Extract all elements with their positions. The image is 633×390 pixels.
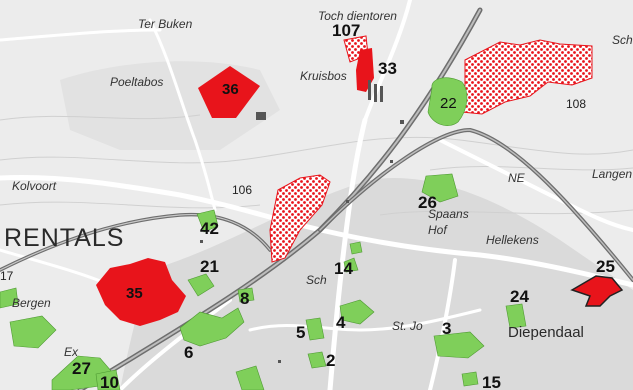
place-label-poeltabos: Poeltabos	[110, 75, 164, 89]
town-label-diependaal: Diependaal	[508, 324, 584, 341]
place-label-kolvoort: Kolvoort	[12, 179, 57, 193]
place-label-sch-top-right: Sch	[612, 33, 633, 47]
area-26-green	[421, 173, 459, 203]
place-label-hellekens: Hellekens	[486, 233, 539, 247]
town-label-rentals: RENTALS	[4, 224, 125, 252]
area-22-green	[427, 77, 468, 126]
place-label-bergen: Bergen	[12, 296, 51, 310]
terrain-lines	[0, 114, 633, 216]
zone-number-108: 108	[566, 97, 587, 111]
building-marks	[200, 80, 404, 363]
area-35-red	[96, 258, 186, 326]
zone-number-14: 14	[334, 259, 353, 278]
place-label-kruisbos: Kruisbos	[300, 69, 347, 83]
zone-number-10: 10	[100, 373, 119, 390]
zone-number-3: 3	[442, 319, 452, 338]
place-label-toch-dientoren: Toch dientoren	[318, 9, 397, 23]
place-label-langen: Langen	[592, 167, 633, 181]
area-21-green	[187, 273, 215, 297]
area-bottom-green	[235, 365, 265, 390]
area-24-green	[505, 303, 527, 329]
zone-number-42: 42	[200, 219, 219, 238]
place-label-ne: NE	[508, 171, 525, 185]
place-label-ter-buken: Ter Buken	[138, 17, 193, 31]
place-label-spaans: Spaans	[428, 207, 469, 221]
zone-number-5: 5	[296, 323, 306, 342]
zone-number-22: 22	[440, 95, 457, 112]
zone-number-24: 24	[510, 287, 529, 306]
zone-number-35: 35	[126, 285, 143, 302]
area-3-green	[433, 331, 485, 359]
zone-number-15: 15	[482, 373, 501, 390]
zone-number-2: 2	[326, 351, 336, 370]
area-6-green	[179, 307, 245, 347]
area-15-green	[461, 371, 479, 387]
zone-number-4: 4	[336, 313, 346, 332]
zone-number-33: 33	[378, 59, 397, 78]
zone-number-36: 36	[222, 81, 239, 98]
area-36-red	[198, 66, 260, 118]
zone-number-26: 26	[418, 193, 437, 212]
place-label-st-jo: St. Jo	[392, 319, 423, 333]
zone-number-25: 25	[596, 257, 615, 276]
area-14-green	[343, 257, 359, 273]
area-106-hatched	[269, 174, 331, 263]
zone-number-8: 8	[240, 289, 250, 308]
area-5-green	[305, 317, 325, 341]
area-10-green	[95, 369, 121, 390]
area-west-green	[9, 315, 57, 349]
zone-number-6: 6	[184, 343, 194, 362]
green-areas	[0, 77, 527, 390]
place-label-sch-middle: Sch	[306, 273, 327, 287]
railway-lines	[0, 7, 633, 390]
place-label-hof: Hof	[428, 223, 447, 237]
area-108-hatched	[461, 39, 593, 115]
zone-number-107: 107	[332, 21, 361, 40]
area-2-green	[307, 351, 327, 369]
zone-number-106: 106	[232, 183, 253, 197]
place-label-ex: Ex	[64, 345, 79, 359]
zone-number-17: 17	[0, 269, 14, 283]
area-42-green	[196, 209, 219, 233]
area-4-green	[339, 299, 375, 325]
zone-number-21: 21	[200, 257, 219, 276]
zone-number-27: 27	[72, 359, 91, 378]
area-8-green	[237, 287, 255, 303]
area-25-red	[570, 275, 624, 307]
